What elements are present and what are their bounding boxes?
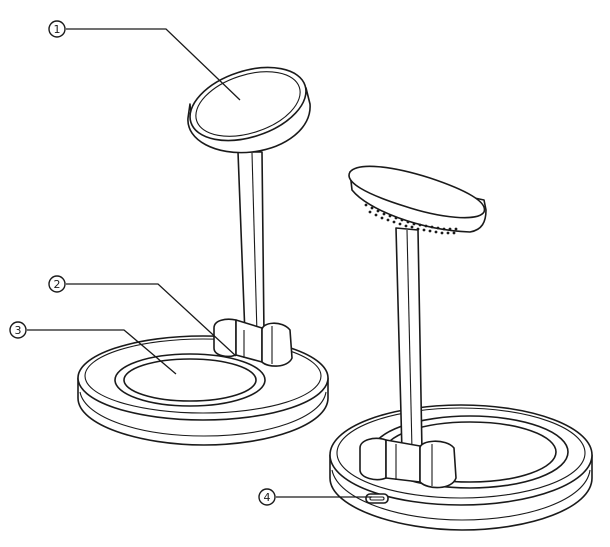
callout-3: 3 <box>9 321 177 375</box>
left-hinge <box>213 318 293 367</box>
right-hinge <box>359 437 457 489</box>
callout-4-label: 4 <box>264 491 271 504</box>
callout-4: 4 <box>258 488 372 506</box>
callout-1: 1 <box>48 20 241 101</box>
vent-holes <box>364 203 458 235</box>
callout-3-label: 3 <box>15 324 22 337</box>
right-magnetic-head <box>348 165 487 235</box>
left-pole <box>237 151 265 336</box>
left-magnetic-head <box>187 66 311 154</box>
left-stand <box>77 66 329 446</box>
left-charging-pad <box>114 353 266 407</box>
right-stand <box>329 165 593 531</box>
callout-1-label: 1 <box>54 23 61 36</box>
usb-c-port <box>365 493 389 504</box>
callout-2: 2 <box>48 275 237 357</box>
callout-2-label: 2 <box>54 278 61 291</box>
